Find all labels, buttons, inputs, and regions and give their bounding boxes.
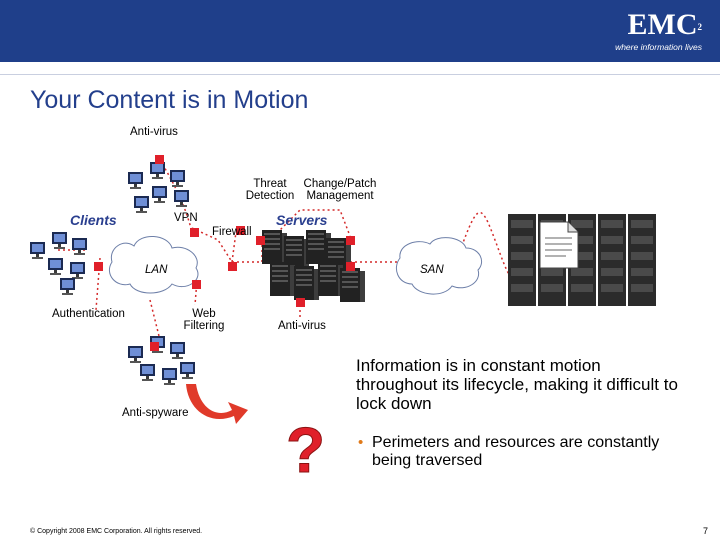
logo-superscript: 2 [697, 22, 703, 32]
header-band [0, 0, 720, 62]
threat-line1: Threat [253, 178, 287, 190]
web-filtering-label: Web Filtering [176, 308, 232, 332]
logo-tagline: where information lives [615, 42, 702, 52]
threat-detection-label: Threat Detection [240, 178, 300, 202]
footer-copyright: © Copyright 2008 EMC Corporation. All ri… [30, 528, 203, 535]
motion-arrow [186, 384, 248, 424]
web-line1: Web [192, 308, 216, 320]
vpn-label: VPN [174, 212, 198, 224]
san-label: SAN [420, 264, 444, 276]
document-icon [539, 221, 579, 269]
bullet-text: Perimeters and resources are constantly … [372, 434, 660, 469]
info-text: Information is in constant motion throug… [356, 356, 678, 413]
logo-text: EMC [627, 8, 698, 41]
security-nodes [94, 155, 355, 351]
client-pcs-left [30, 232, 87, 295]
client-pcs-bottom [128, 336, 195, 385]
title-divider [0, 74, 720, 75]
lan-cloud [108, 236, 199, 294]
lan-label: LAN [145, 264, 168, 276]
change-line2: Management [306, 190, 374, 202]
firewall-label: Firewall [212, 226, 252, 238]
storage-racks [508, 214, 656, 306]
threat-line2: Detection [245, 190, 295, 202]
san-cloud [396, 237, 482, 295]
client-pcs-top [128, 162, 189, 213]
bullet-icon: • [358, 434, 364, 451]
clients-label: Clients [70, 212, 117, 228]
page-number: 7 [702, 526, 708, 536]
anti-spyware-label: Anti-spyware [122, 407, 189, 419]
change-line1: Change/Patch [303, 178, 377, 190]
anti-virus-top-label: Anti-virus [130, 126, 178, 138]
authentication-label: Authentication [52, 308, 125, 320]
anti-virus-bottom-label: Anti-virus [278, 320, 326, 332]
servers-label: Servers [276, 212, 328, 228]
slide-title: Your Content is in Motion [30, 86, 309, 114]
web-line2: Filtering [183, 320, 225, 332]
change-patch-label: Change/Patch Management [298, 178, 382, 202]
emc-logo: EMC2 where information lives [615, 8, 703, 53]
question-mark: ? [286, 414, 325, 486]
bullet-item: • Perimeters and resources are constantl… [358, 434, 672, 470]
